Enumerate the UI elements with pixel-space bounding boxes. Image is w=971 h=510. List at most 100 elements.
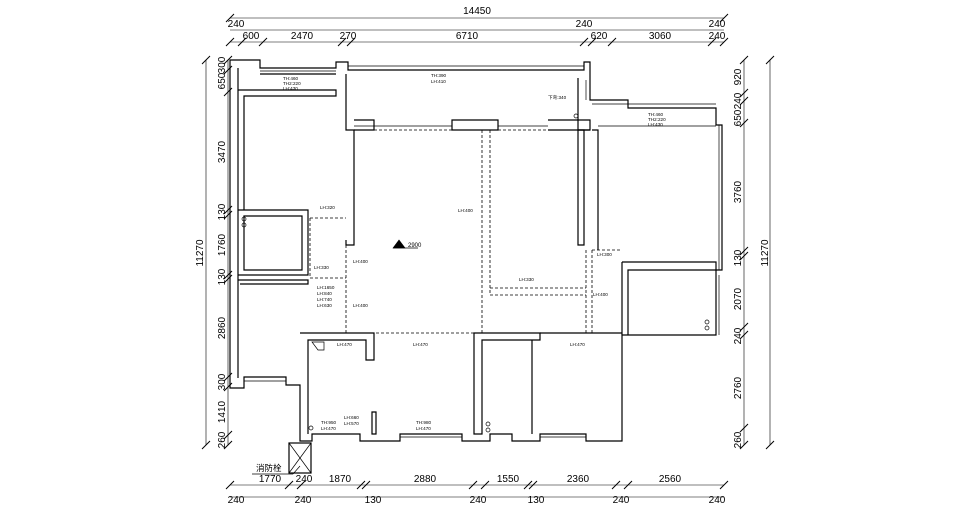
stack-bottom-1: LH:660 (344, 415, 359, 420)
room-labels: TH:460 TH2:220 LH:430 TH:390 LH:410 下弯:3… (283, 73, 666, 431)
dim-top-row1-b: 240 (576, 19, 593, 30)
dashed-lines (309, 129, 622, 334)
dim-left-1760: 1760 (217, 233, 228, 256)
lh320-label: LH:320 (320, 205, 335, 210)
top-center-lh: LH:410 (431, 79, 446, 84)
bottom-dimensions: 1770 240 1870 2880 1550 2360 2560 240 24… (225, 474, 729, 506)
stack-left-4: LH:630 (317, 303, 332, 308)
dim-bottom-1770: 1770 (259, 474, 282, 485)
dim-top-row1-c: 240 (709, 19, 726, 30)
lh470-a: LH:470 (337, 342, 352, 347)
stack-left-2: LH:840 (317, 291, 332, 296)
lh330-label: LH:330 (314, 265, 329, 270)
dim-top-total: 14450 (463, 6, 491, 17)
elevation-marker: 2900 (392, 239, 422, 249)
lh400-b: LH:400 (353, 303, 368, 308)
dim-right-650: 650 (733, 109, 744, 126)
tr-room-th: TH:460 (648, 112, 664, 117)
dim-right-2760: 2760 (733, 376, 744, 399)
dim-bottom2-130b: 130 (528, 495, 545, 506)
lh400-center: LH:400 (458, 208, 473, 213)
wall-room1-left-top (238, 89, 337, 210)
th-bottom-left-2: LH:470 (321, 426, 336, 431)
dim-bottom-2360: 2360 (567, 474, 590, 485)
tl-room-th2: TH2:220 (283, 81, 301, 86)
dim-top-6710: 6710 (456, 31, 479, 42)
xiaqi-label: 下弯:340 (548, 94, 567, 101)
dim-bottom2-240c: 240 (470, 495, 487, 506)
socket-markers (241, 113, 710, 433)
dim-right-240b: 240 (733, 327, 744, 344)
dim-bottom-2560: 2560 (659, 474, 682, 485)
tl-room-th: TH:460 (283, 76, 299, 81)
tr-room-th2: TH2:220 (648, 117, 666, 122)
left-dimensions: 11270 300 650 3470 130 1760 130 2860 300… (195, 55, 233, 450)
dim-left-2860: 2860 (217, 316, 228, 339)
wall-room1-bottom (238, 209, 309, 276)
tl-room-lh: LH:430 (283, 86, 298, 91)
door-mark (311, 341, 325, 351)
th-bottom-left-1: TH:950 (321, 420, 337, 425)
dim-left-1410: 1410 (217, 400, 228, 423)
stack-left-1: LH:1650 (317, 285, 335, 290)
wall-top-room-rightcol (577, 78, 590, 131)
wall-top-room-bottom (354, 119, 375, 131)
top-center-th: TH:390 (431, 73, 447, 78)
dim-top-row1-a: 240 (228, 19, 245, 30)
dim-bottom2-240d: 240 (613, 495, 630, 506)
dim-top-3060: 3060 (649, 31, 672, 42)
dim-left-outer: 11270 (195, 239, 206, 267)
wall-room1-right (345, 74, 355, 246)
dim-top-600: 600 (243, 31, 260, 42)
dim-top-620: 620 (591, 31, 608, 42)
stack-left-3: LH:740 (317, 297, 332, 302)
dim-top-2470: 2470 (291, 31, 314, 42)
tr-room-lh: LH:430 (648, 122, 663, 127)
wall-bottom-partition (371, 411, 377, 435)
dim-right-3760: 3760 (733, 180, 744, 203)
top-dimensions: 14450 240 240 240 600 2470 270 6710 620 … (225, 6, 729, 47)
wall-top-room-right (548, 119, 591, 131)
dim-bottom2-240b: 240 (295, 495, 312, 506)
lh400-right: LH:400 (593, 292, 608, 297)
lh470-c: LH:470 (570, 342, 585, 347)
dim-right-240a: 240 (733, 92, 744, 109)
dim-left-130b: 130 (217, 268, 228, 285)
lh300-label: LH:300 (597, 252, 612, 257)
dim-top-240: 240 (709, 31, 726, 42)
lh330-right: LH:330 (519, 277, 534, 282)
windows (244, 65, 720, 438)
dim-left-300b: 300 (217, 373, 228, 390)
dim-left-130a: 130 (217, 203, 228, 220)
dim-right-outer: 11270 (760, 239, 771, 267)
dim-left-3470: 3470 (217, 140, 228, 163)
wall-left-outer (229, 59, 723, 442)
wall-right-bed-left (577, 129, 585, 246)
lh400-a: LH:400 (353, 259, 368, 264)
fire-hydrant-box: 消防栓 (252, 442, 312, 475)
fire-hydrant-label: 消防栓 (256, 463, 282, 473)
dim-bottom-2880: 2880 (414, 474, 437, 485)
dim-left-260: 260 (217, 431, 228, 448)
right-dimensions: 11270 920 240 650 3760 130 2070 240 2760… (733, 55, 775, 450)
dim-right-2070: 2070 (733, 287, 744, 310)
wall-top-room-mid (451, 119, 499, 131)
wall-small-room (243, 215, 303, 271)
dim-bottom-240a: 240 (296, 474, 313, 485)
dim-bottom2-240a: 240 (228, 495, 245, 506)
wall-right-bed-left2 (592, 129, 599, 250)
dim-right-130: 130 (733, 249, 744, 266)
dim-left-300a: 300 (217, 56, 228, 73)
dim-right-260: 260 (733, 431, 744, 448)
wall-right-small-room (622, 261, 717, 335)
wall-bath-center (473, 332, 541, 435)
dim-bottom-1870: 1870 (329, 474, 352, 485)
dim-bottom2-240e: 240 (709, 495, 726, 506)
dim-left-650: 650 (217, 72, 228, 89)
dim-top-270: 270 (340, 31, 357, 42)
th-bottom-center-2: LH:470 (416, 426, 431, 431)
th-bottom-center-1: TH:980 (416, 420, 432, 425)
elevation-label: 2900 (408, 243, 422, 249)
wall-room2-top (238, 279, 309, 285)
